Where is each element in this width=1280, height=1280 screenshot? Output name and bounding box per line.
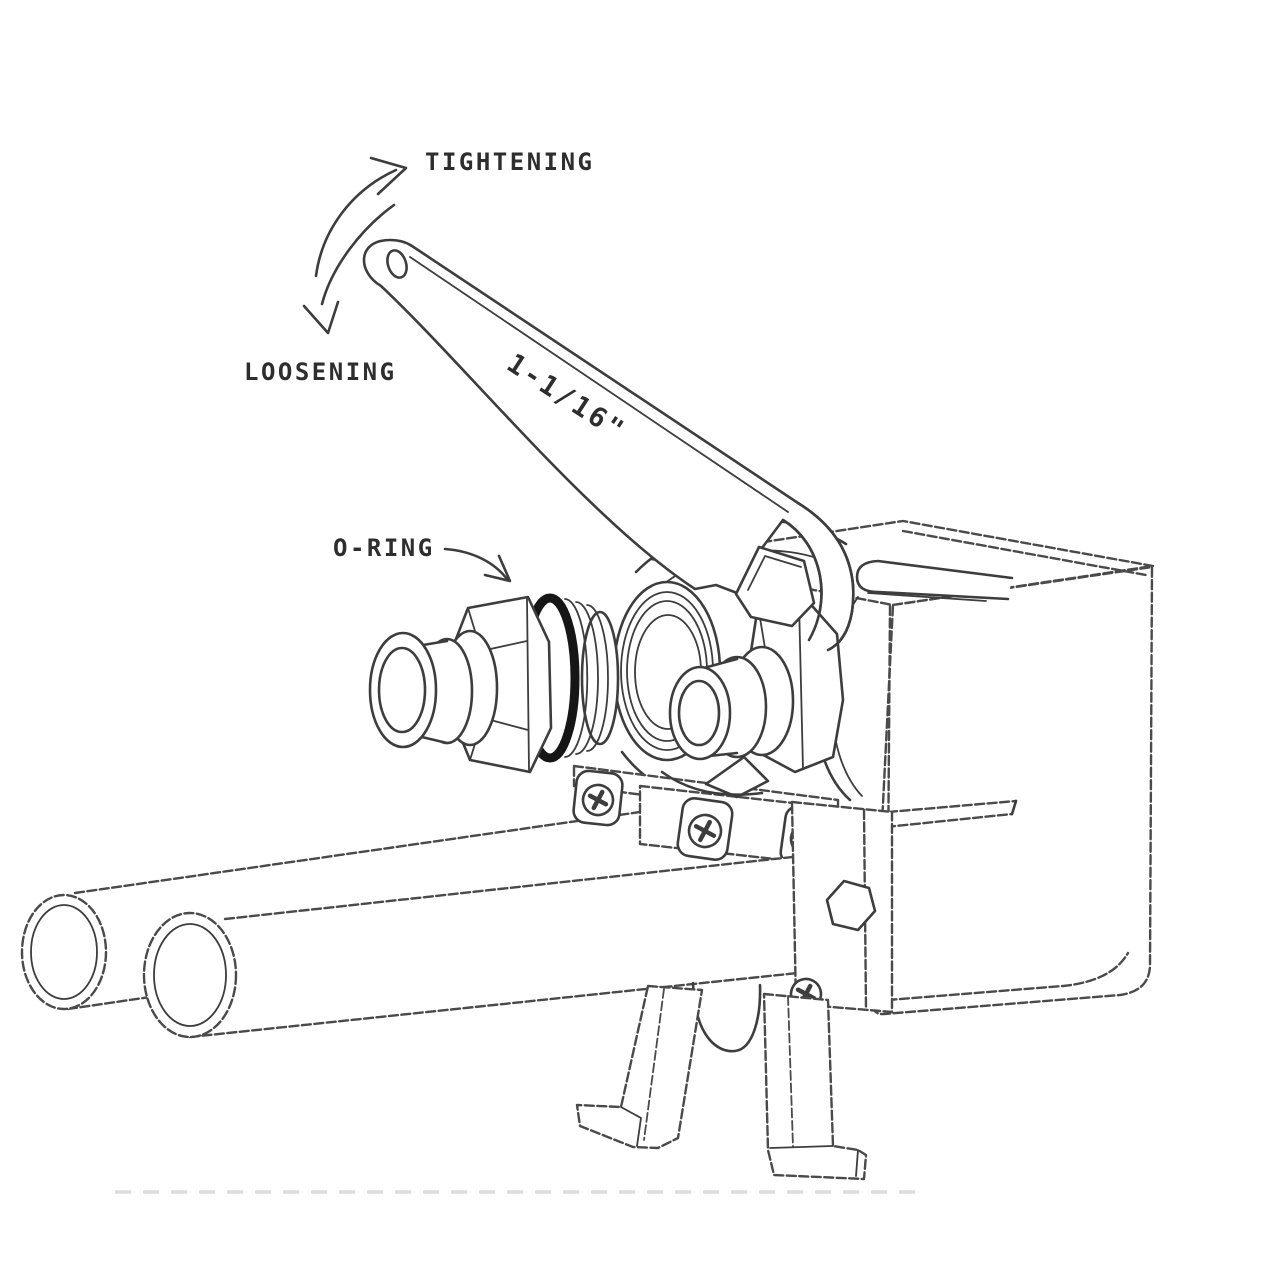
phillips-screw [581,783,615,817]
label-tightening: TIGHTENING [425,148,595,176]
label-o-ring: O-RING [333,534,435,562]
support-legs [575,981,868,1181]
loosening-arrow [320,203,396,306]
gusset-wedge [704,755,770,799]
top-ledge [855,559,1014,601]
right-leg [762,992,868,1181]
o-ring-arrow [443,547,509,581]
hex-boss [825,879,877,932]
side-flange [789,800,894,1014]
wrench-jaw-corner [734,545,816,628]
wrench-eye-hole [386,249,408,279]
front-tube [142,850,847,1039]
annotation-arrows [302,156,512,583]
tightening-arrow [314,168,398,278]
phillips-screw [687,813,723,849]
oring-fitting [368,593,620,774]
installed-fitting [668,501,855,774]
left-leg [575,984,704,1150]
label-loosening: LOOSENING [244,358,397,386]
